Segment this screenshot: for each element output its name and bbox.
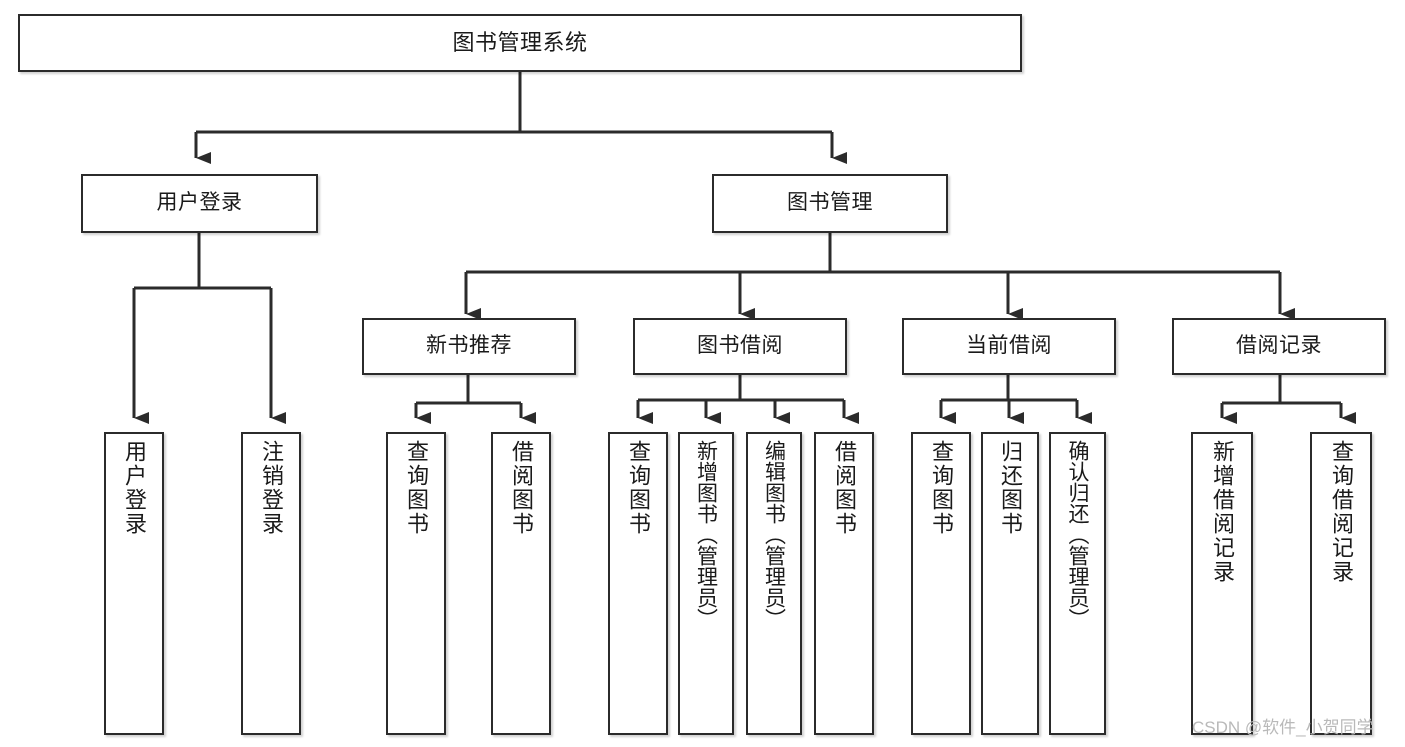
node-leaf-add-borrow-record[interactable]: 新增借阅记录 bbox=[1191, 432, 1253, 735]
node-leaf-edit-book-admin-label: 编辑图书（管理员） bbox=[762, 440, 786, 629]
node-leaf-query-book-rec-label: 查询图书 bbox=[404, 440, 429, 536]
node-leaf-logout-login[interactable]: 注销登录 bbox=[241, 432, 301, 735]
node-leaf-query-book-borrow[interactable]: 查询图书 bbox=[608, 432, 668, 735]
node-book-management-label: 图书管理 bbox=[787, 191, 873, 215]
node-user-login[interactable]: 用户登录 bbox=[81, 174, 318, 233]
node-user-login-label: 用户登录 bbox=[156, 191, 243, 215]
node-leaf-query-borrow-record-label: 查询借阅记录 bbox=[1329, 440, 1354, 584]
node-book-management[interactable]: 图书管理 bbox=[712, 174, 948, 233]
node-borrow-records-label: 借阅记录 bbox=[1236, 334, 1322, 358]
node-leaf-query-book-rec[interactable]: 查询图书 bbox=[386, 432, 446, 735]
node-root-book-management-system[interactable]: 图书管理系统 bbox=[18, 14, 1022, 72]
node-leaf-user-login[interactable]: 用户登录 bbox=[104, 432, 164, 735]
node-leaf-user-login-label: 用户登录 bbox=[122, 440, 147, 536]
node-leaf-add-book-admin[interactable]: 新增图书（管理员） bbox=[678, 432, 734, 735]
node-new-book-recommendation[interactable]: 新书推荐 bbox=[362, 318, 576, 375]
node-leaf-query-book-current[interactable]: 查询图书 bbox=[911, 432, 971, 735]
node-leaf-borrow-book-rec-label: 借阅图书 bbox=[509, 440, 534, 536]
node-leaf-return-book-label: 归还图书 bbox=[998, 440, 1023, 536]
node-leaf-borrow-book-rec[interactable]: 借阅图书 bbox=[491, 432, 551, 735]
node-leaf-borrow-book-borrow-label: 借阅图书 bbox=[832, 440, 857, 536]
node-leaf-return-book[interactable]: 归还图书 bbox=[981, 432, 1039, 735]
node-leaf-confirm-return-admin[interactable]: 确认归还（管理员） bbox=[1049, 432, 1106, 735]
node-leaf-add-book-admin-label: 新增图书（管理员） bbox=[694, 440, 718, 629]
node-new-book-recommendation-label: 新书推荐 bbox=[426, 334, 512, 358]
node-leaf-query-borrow-record[interactable]: 查询借阅记录 bbox=[1310, 432, 1372, 735]
node-current-borrowing-label: 当前借阅 bbox=[966, 334, 1052, 358]
node-borrow-records[interactable]: 借阅记录 bbox=[1172, 318, 1386, 375]
node-leaf-logout-login-label: 注销登录 bbox=[259, 440, 284, 536]
node-leaf-query-book-current-label: 查询图书 bbox=[929, 440, 954, 536]
node-book-borrowing[interactable]: 图书借阅 bbox=[633, 318, 847, 375]
node-leaf-add-borrow-record-label: 新增借阅记录 bbox=[1210, 440, 1235, 584]
node-leaf-borrow-book-borrow[interactable]: 借阅图书 bbox=[814, 432, 874, 735]
node-leaf-edit-book-admin[interactable]: 编辑图书（管理员） bbox=[746, 432, 802, 735]
node-book-borrowing-label: 图书借阅 bbox=[697, 334, 783, 358]
node-root-label: 图书管理系统 bbox=[452, 30, 588, 56]
node-leaf-query-book-borrow-label: 查询图书 bbox=[626, 440, 651, 536]
node-current-borrowing[interactable]: 当前借阅 bbox=[902, 318, 1116, 375]
csdn-watermark: CSDN @软件_小贺同学 bbox=[1192, 718, 1374, 737]
node-leaf-confirm-return-admin-label: 确认归还（管理员） bbox=[1066, 440, 1089, 629]
